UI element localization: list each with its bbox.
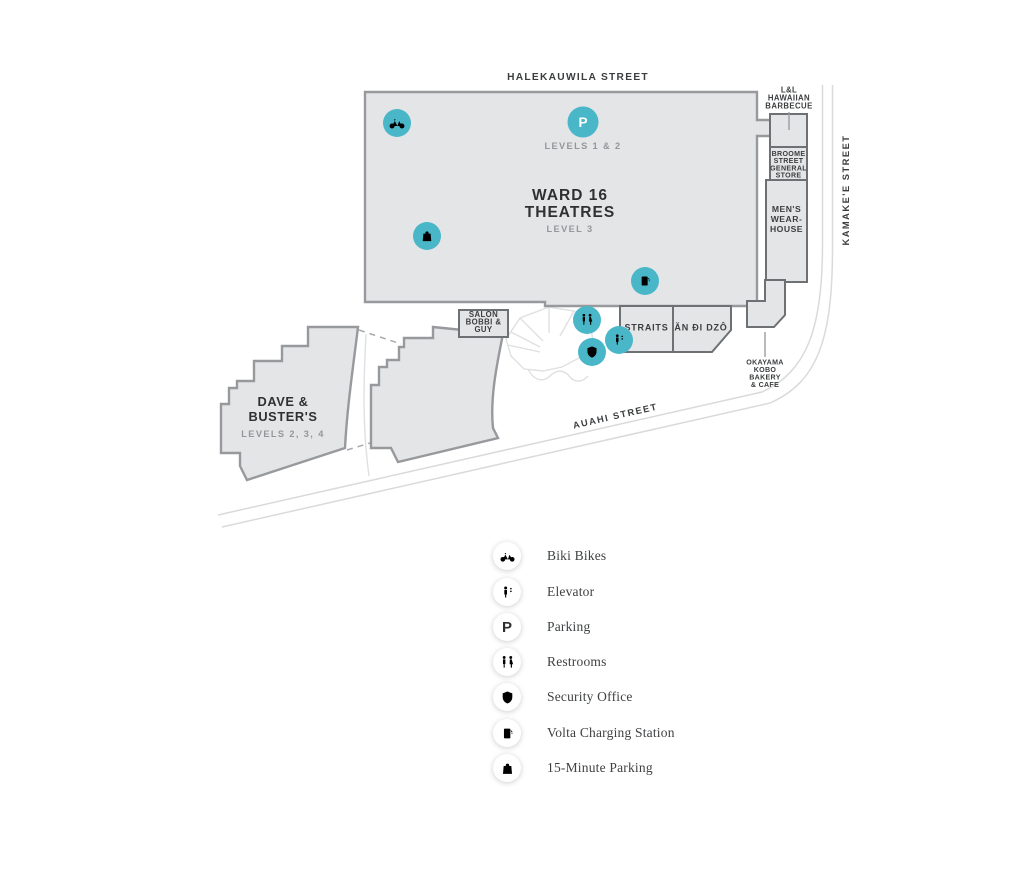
svg-text:LEVELS 2, 3, 4: LEVELS 2, 3, 4 <box>241 429 324 439</box>
parking-icon: P <box>567 106 599 138</box>
parking-icon: P <box>493 613 521 641</box>
biki-bikes-icon <box>383 109 411 137</box>
label-lnl-hawaiian-barbecue: L&L HAWAIIAN BARBECUE <box>765 86 812 111</box>
label-an-di-dzo: ĂN ĐI DZÔ <box>674 322 727 333</box>
street-label-halekauwila: HALEKAUWILA STREET <box>507 72 649 83</box>
street-label-auahi: AUAHI STREET <box>572 402 659 431</box>
biki-bikes-icon <box>493 542 521 570</box>
svg-text:WEAR-: WEAR- <box>771 214 803 224</box>
map-legend: Biki Bikes Elevator P Parking Restrooms … <box>493 542 753 802</box>
svg-text:OKAYAMA: OKAYAMA <box>746 359 783 367</box>
elevator-icon <box>605 326 633 354</box>
legend-label: Volta Charging Station <box>547 725 675 740</box>
legend-label: Parking <box>547 619 591 634</box>
svg-text:LEVEL 3: LEVEL 3 <box>547 224 594 234</box>
legend-item-biki-bikes: Biki Bikes <box>493 542 606 570</box>
svg-text:STREET: STREET <box>774 157 804 165</box>
security-office-icon <box>578 338 606 366</box>
svg-text:& CAFE: & CAFE <box>751 381 779 389</box>
building-ward16-theatres <box>363 90 773 308</box>
building-mens-wearhouse <box>765 179 808 283</box>
legend-item-parking: P Parking <box>493 613 590 641</box>
building-unlabeled <box>369 325 505 464</box>
legend-label: Security Office <box>547 689 633 704</box>
building-an-di-dzo <box>672 305 732 353</box>
legend-item-restrooms: Restrooms <box>493 648 607 676</box>
restrooms-icon <box>573 306 601 334</box>
building-okayama-kobo <box>746 279 786 328</box>
svg-text:GUY: GUY <box>474 325 492 334</box>
svg-text:BARBECUE: BARBECUE <box>765 102 812 111</box>
svg-text:BOBBI &: BOBBI & <box>466 318 502 327</box>
legend-item-elevator: Elevator <box>493 578 594 606</box>
label-okayama-kobo: OKAYAMA KOBO BAKERY & CAFE <box>746 359 783 390</box>
building-dave-and-busters <box>219 325 360 482</box>
legend-item-security-office: Security Office <box>493 683 633 711</box>
svg-text:BAKERY: BAKERY <box>749 374 781 382</box>
street-label-kamakee: KAMAKE'E STREET <box>841 135 851 246</box>
label-dave-and-busters: DAVE & BUSTER'S LEVELS 2, 3, 4 <box>241 394 324 439</box>
svg-text:DAVE &: DAVE & <box>257 394 308 409</box>
svg-text:MEN'S: MEN'S <box>772 204 801 214</box>
fifteen-minute-parking-icon <box>413 222 441 250</box>
walkway-line <box>363 333 370 477</box>
legend-item-volta-charging: Volta Charging Station <box>493 719 675 747</box>
dashed-connector-bottom <box>346 442 371 451</box>
svg-text:STORE: STORE <box>776 172 802 180</box>
dashed-connector-top <box>358 329 402 345</box>
label-mens-wearhouse: MEN'S WEAR- HOUSE <box>770 204 803 234</box>
legend-label: Restrooms <box>547 654 607 669</box>
label-straits: STRAITS <box>624 323 668 333</box>
security-office-icon <box>493 683 521 711</box>
svg-text:HAWAIIAN: HAWAIIAN <box>768 94 810 103</box>
legend-label: 15-Minute Parking <box>547 760 653 775</box>
label-broome-street-general-store: BROOME STREET GENERAL STORE <box>770 150 807 180</box>
volta-charging-icon <box>631 267 659 295</box>
svg-text:HOUSE: HOUSE <box>770 224 803 234</box>
label-ward16-theatres: WARD 16 THEATRES LEVEL 3 <box>525 187 615 234</box>
svg-text:SALON: SALON <box>469 310 498 319</box>
elevator-icon <box>493 578 521 606</box>
legend-label: Elevator <box>547 584 595 599</box>
street-lines <box>217 85 834 528</box>
svg-text:THEATRES: THEATRES <box>525 204 615 221</box>
legend-item-fifteen-minute-parking: 15-Minute Parking <box>493 754 653 782</box>
restrooms-icon <box>493 648 521 676</box>
svg-text:BROOME: BROOME <box>772 150 806 158</box>
building-salon-bobbi-guy <box>458 309 509 338</box>
svg-text:WARD 16: WARD 16 <box>532 187 608 204</box>
kamakee-auahi-street-line-outer <box>221 85 834 528</box>
fifteen-minute-parking-icon <box>493 754 521 782</box>
svg-text:P: P <box>578 115 587 130</box>
label-salon-bobbi-guy: SALON BOBBI & GUY <box>466 310 502 334</box>
label-parking-levels: LEVELS 1 & 2 <box>544 141 621 151</box>
svg-text:BUSTER'S: BUSTER'S <box>249 409 318 424</box>
volta-charging-icon <box>493 719 521 747</box>
svg-text:GENERAL: GENERAL <box>770 164 807 172</box>
svg-text:KOBO: KOBO <box>754 366 777 374</box>
kamakee-auahi-street-line-inner <box>217 85 824 516</box>
legend-label: Biki Bikes <box>547 548 607 563</box>
svg-text:L&L: L&L <box>781 86 797 95</box>
